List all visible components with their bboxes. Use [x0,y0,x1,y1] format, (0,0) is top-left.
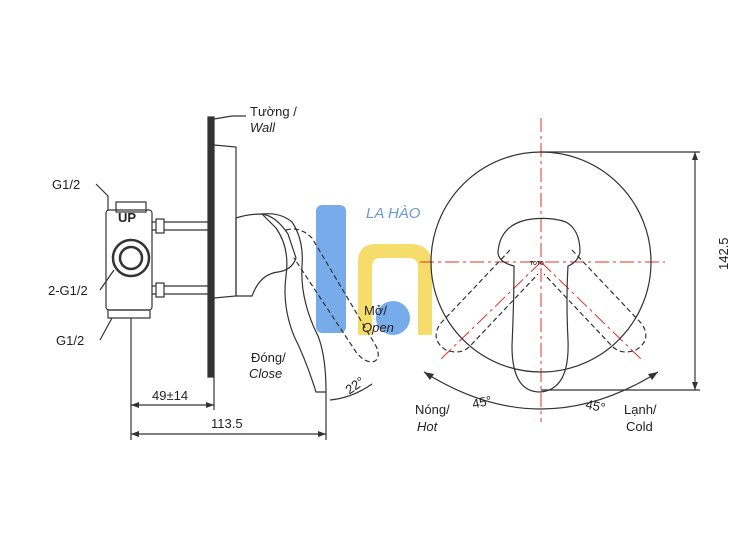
spindle-nut-top [155,218,165,234]
label-g12-top: G1/2 [52,177,80,192]
handle-rotated-hot [435,249,539,353]
dim-angle-cold: 45° [584,396,606,415]
handle-body [235,213,297,297]
label-cold-en: Cold [626,419,653,434]
label-up-mark: UP [118,210,136,225]
labels: Tường / Wall G1/2 2-G1/2 G1/2 UP Đóng/ C… [48,104,731,434]
arrow-arc-right [648,372,658,380]
dim-angle-close: 22° [342,374,367,398]
leader-g12-top [95,183,109,210]
leader-g12-mid [99,269,115,291]
dim-angle-hot: 45° [471,393,493,412]
label-close-vi: Đóng/ [251,350,286,365]
front-view: TOTO [420,118,700,422]
dim-width-text: 113.5 [211,416,243,431]
watermark-yellow-arch [358,244,432,335]
wall-plate [207,116,215,378]
escutcheon-plate [213,144,237,299]
label-wall-en: Wall [250,120,276,135]
leader-g12-bot [99,317,113,341]
valve-bottom-outlet [107,309,151,319]
handle-front [497,217,581,393]
label-hot-vi: Nóng/ [415,402,450,417]
dim-depth-text: 49±14 [152,388,188,403]
dim-diameter-text: 142.5 [716,237,731,270]
centerline-diag-cold [540,261,643,361]
valve-top-cap [115,201,147,213]
arrow-depth-left [131,402,139,408]
label-open-vi: Mở/ [364,303,387,318]
side-view [95,115,379,440]
label-g12-bot: G1/2 [56,333,84,348]
label-wall-vi: Tường / [250,104,297,119]
handle-rotated-cold [543,249,647,353]
watermark-text: LA HÀO [366,205,421,222]
handle-lever-closed [260,213,327,393]
arrow-width-right [318,431,326,437]
arrow-arc-left [424,372,434,380]
rotation-arc [423,371,659,410]
watermark-blue-dot [376,301,410,335]
label-close-en: Close [249,366,282,381]
arrow-diam-bottom [692,382,698,390]
side-dim-arrows [131,402,326,437]
label-hot-en: Hot [417,419,439,434]
label-open-en: Open [362,320,394,335]
spindle-nut-bottom [155,282,165,298]
centerline-diag-hot [439,261,542,361]
arrow-width-left [131,431,139,437]
valve-inlet-inner [118,245,144,271]
label-cold-vi: Lạnh/ [624,402,657,417]
brand-mark: TOTO [530,261,544,267]
wall-leader-line [213,115,246,120]
label-g12-mid: 2-G1/2 [48,283,88,298]
arrow-depth-right [206,402,214,408]
arrow-diam-top [692,152,698,160]
valve-inlet-outer [111,238,151,278]
angle-arc-close [329,383,373,401]
